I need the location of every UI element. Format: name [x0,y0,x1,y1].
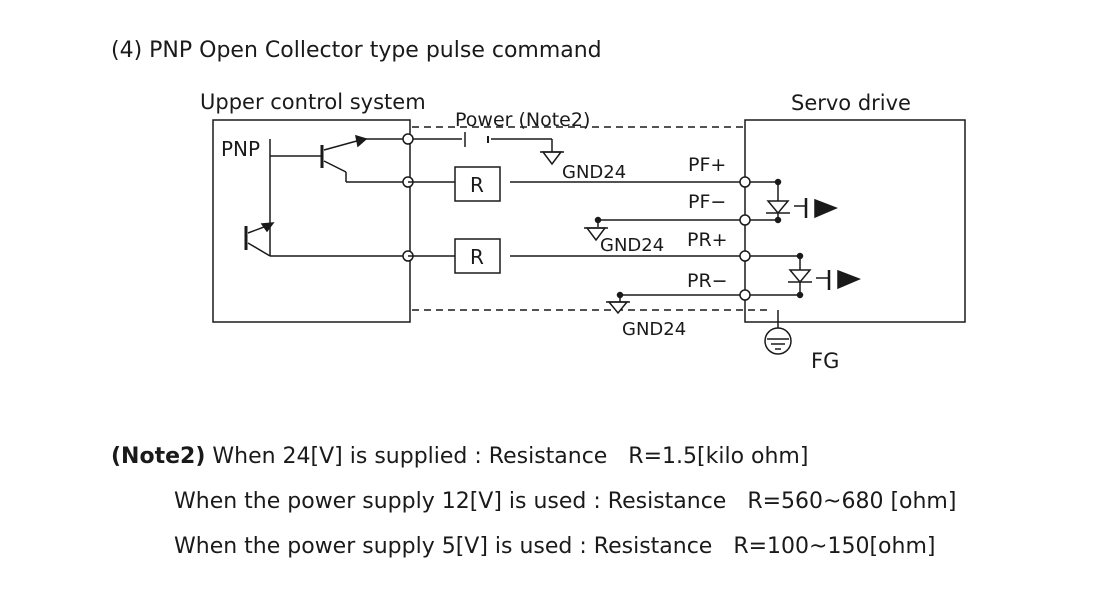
upper-control-box [212,119,411,323]
optocoupler-pr [788,252,861,299]
servo-drive-label: Servo drive [791,91,911,115]
resistor-pr-label: R [470,245,484,269]
servo-terminals [739,176,751,301]
note-prefix: (Note2) [111,444,206,469]
optocoupler-pf [766,178,838,224]
gnd24-label-3: GND24 [622,319,686,340]
fg-label: FG [811,349,839,373]
note-line-1: (Note2) When 24[V] is supplied : Resista… [111,444,808,469]
ground-symbol-2 [584,227,608,242]
pin-pf-plus: PF+ [688,154,726,176]
note-line-2: When the power supply 12[V] is used : Re… [174,489,957,514]
resistor-pf [454,166,501,202]
gnd24-label-2: GND24 [600,235,664,256]
power-note-label: Power (Note2) [455,109,590,131]
power-battery-symbol [408,132,553,152]
section-heading: (4) PNP Open Collector type pulse comman… [111,38,602,63]
pnp-transistor-upper [269,134,408,256]
resistor-pr [454,238,501,274]
pin-pf-minus: PF− [688,191,726,213]
resistor-pf-label: R [470,173,484,197]
gnd24-label-1: GND24 [562,162,626,183]
frame-ground-symbol [764,310,792,355]
note-line-1-text: When 24[V] is supplied : Resistance R=1.… [205,444,809,469]
upper-terminals [402,133,414,262]
pnp-label: PNP [221,137,260,161]
ground-symbol-1 [540,151,564,166]
pin-pr-plus: PR+ [687,229,728,251]
upper-control-system-label: Upper control system [200,90,426,114]
ground-symbol-3 [606,301,630,315]
pnp-transistor-lower [244,222,408,257]
note-line-3: When the power supply 5[V] is used : Res… [174,534,936,559]
pin-pr-minus: PR− [687,270,728,292]
